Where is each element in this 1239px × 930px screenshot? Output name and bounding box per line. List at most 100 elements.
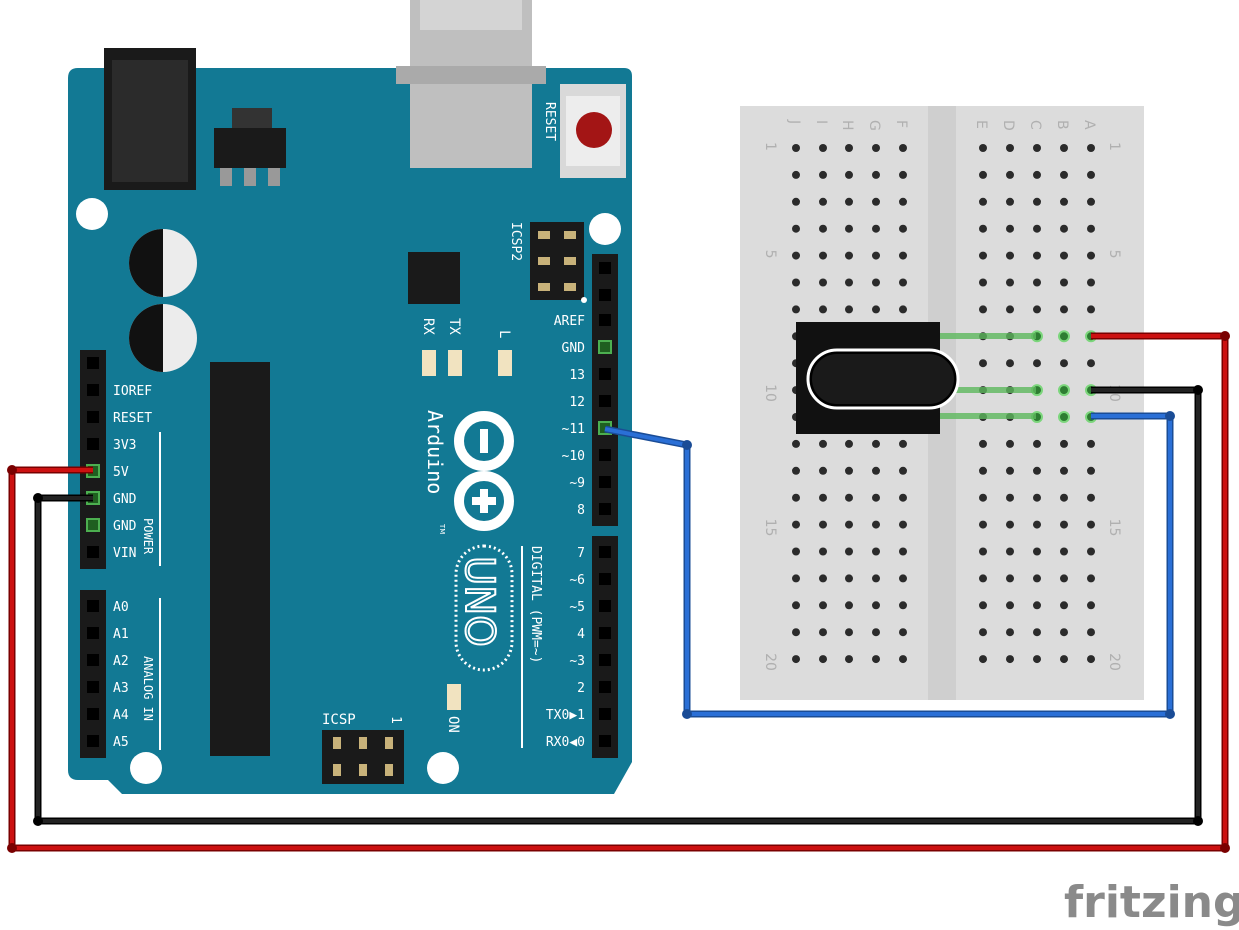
breadboard-hole[interactable] [1006, 628, 1014, 637]
breadboard-hole[interactable] [845, 278, 853, 287]
breadboard-hole[interactable] [979, 170, 987, 179]
header-pin[interactable] [87, 681, 99, 693]
header-pin[interactable] [87, 600, 99, 612]
breadboard-hole[interactable] [899, 439, 907, 448]
breadboard-hole[interactable] [1087, 466, 1095, 475]
breadboard-hole[interactable] [845, 305, 853, 314]
breadboard-hole[interactable] [1087, 547, 1095, 556]
breadboard-hole[interactable] [1006, 574, 1014, 583]
breadboard-hole[interactable] [899, 520, 907, 529]
header-pin[interactable] [599, 681, 611, 693]
breadboard-hole[interactable] [979, 574, 987, 583]
breadboard-hole[interactable] [872, 547, 880, 556]
breadboard-hole[interactable] [899, 574, 907, 583]
breadboard-hole[interactable] [872, 493, 880, 502]
header-pin[interactable] [385, 764, 393, 776]
breadboard-hole[interactable] [1087, 493, 1095, 502]
breadboard-hole[interactable] [979, 251, 987, 260]
breadboard-hole[interactable] [979, 655, 987, 664]
breadboard-hole[interactable] [819, 601, 827, 610]
breadboard-hole[interactable] [872, 601, 880, 610]
header-pin[interactable] [599, 708, 611, 720]
breadboard-hole[interactable] [1033, 144, 1041, 152]
breadboard-hole[interactable] [792, 197, 800, 206]
breadboard-hole[interactable] [845, 439, 853, 448]
breadboard-hole[interactable] [979, 359, 987, 368]
breadboard-hole[interactable] [1060, 170, 1068, 179]
breadboard-hole[interactable] [1060, 574, 1068, 583]
breadboard-hole[interactable] [1058, 384, 1070, 397]
breadboard-hole[interactable] [979, 144, 987, 152]
breadboard-hole[interactable] [1006, 305, 1014, 314]
header-pin[interactable] [87, 411, 99, 423]
breadboard-hole[interactable] [819, 251, 827, 260]
breadboard-hole[interactable] [899, 655, 907, 664]
breadboard-hole[interactable] [872, 628, 880, 637]
wire-signal[interactable] [604, 414, 1172, 716]
header-pin[interactable] [599, 289, 611, 301]
breadboard-hole[interactable] [1006, 547, 1014, 556]
breadboard-hole[interactable] [1033, 601, 1041, 610]
breadboard-hole[interactable] [845, 520, 853, 529]
breadboard-hole[interactable] [792, 170, 800, 179]
breadboard-hole[interactable] [1006, 439, 1014, 448]
breadboard-hole[interactable] [979, 493, 987, 502]
breadboard-hole[interactable] [1033, 574, 1041, 583]
breadboard-hole[interactable] [899, 251, 907, 260]
wire-gnd[interactable] [36, 388, 1200, 823]
breadboard-hole[interactable] [1060, 655, 1068, 664]
header-pin[interactable] [87, 438, 99, 450]
breadboard-hole[interactable] [979, 305, 987, 314]
breadboard-hole[interactable] [899, 547, 907, 556]
breadboard-hole[interactable] [819, 170, 827, 179]
breadboard-hole[interactable] [819, 493, 827, 502]
breadboard-hole[interactable] [979, 601, 987, 610]
breadboard-hole[interactable] [819, 547, 827, 556]
header-pin[interactable] [87, 384, 99, 396]
breadboard-hole[interactable] [899, 601, 907, 610]
breadboard-hole[interactable] [1006, 601, 1014, 610]
breadboard-hole[interactable] [1060, 144, 1068, 152]
breadboard-hole[interactable] [1033, 224, 1041, 233]
breadboard-hole[interactable] [1087, 628, 1095, 637]
breadboard-hole[interactable] [792, 520, 800, 529]
breadboard-hole[interactable] [1087, 251, 1095, 260]
breadboard-hole[interactable] [819, 628, 827, 637]
breadboard-hole[interactable] [1006, 224, 1014, 233]
breadboard-hole[interactable] [792, 305, 800, 314]
breadboard-hole[interactable] [1087, 601, 1095, 610]
breadboard-hole[interactable] [819, 466, 827, 475]
breadboard-hole[interactable] [792, 574, 800, 583]
breadboard-hole[interactable] [1006, 655, 1014, 664]
breadboard-hole[interactable] [792, 655, 800, 664]
breadboard-hole[interactable] [899, 278, 907, 287]
breadboard-hole[interactable] [1060, 197, 1068, 206]
breadboard-hole[interactable] [979, 547, 987, 556]
breadboard-hole[interactable] [899, 144, 907, 152]
breadboard-hole[interactable] [872, 251, 880, 260]
header-pin[interactable] [599, 262, 611, 274]
breadboard-hole[interactable] [792, 144, 800, 152]
breadboard-hole[interactable] [1060, 520, 1068, 529]
header-pin[interactable] [86, 518, 100, 532]
breadboard-hole[interactable] [1006, 278, 1014, 287]
breadboard-hole[interactable] [1060, 359, 1068, 368]
header-pin[interactable] [599, 476, 611, 488]
header-pin[interactable] [598, 340, 612, 354]
header-pin[interactable] [87, 708, 99, 720]
breadboard-hole[interactable] [1087, 144, 1095, 152]
header-pin[interactable] [599, 735, 611, 747]
breadboard-hole[interactable] [819, 278, 827, 287]
breadboard-hole[interactable] [845, 144, 853, 152]
breadboard-hole[interactable] [792, 439, 800, 448]
breadboard-hole[interactable] [819, 224, 827, 233]
header-pin[interactable] [538, 231, 550, 239]
breadboard-hole[interactable] [872, 574, 880, 583]
breadboard-hole[interactable] [1087, 278, 1095, 287]
header-pin[interactable] [564, 257, 576, 265]
breadboard-hole[interactable] [845, 628, 853, 637]
breadboard-hole[interactable] [1087, 224, 1095, 233]
breadboard-hole[interactable] [1033, 278, 1041, 287]
breadboard-hole[interactable] [1060, 547, 1068, 556]
breadboard-hole[interactable] [1060, 628, 1068, 637]
